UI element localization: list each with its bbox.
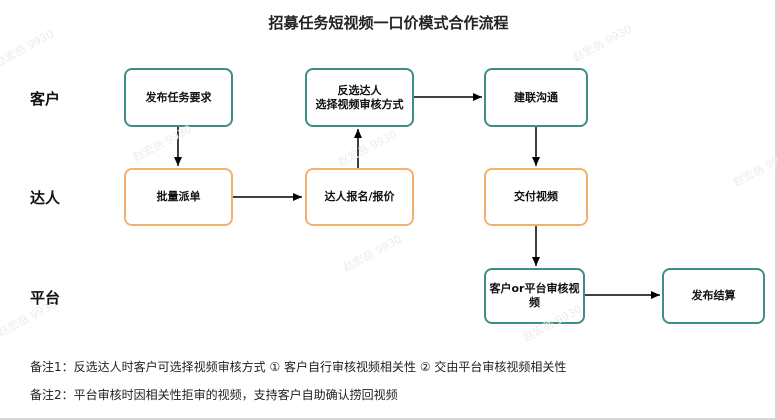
box-publish-task: 发布任务要求	[124, 68, 233, 127]
row-label-customer: 客户	[30, 90, 61, 108]
box-deliver-video: 交付视频	[484, 168, 588, 226]
note-2: 备注2：平台审核时因相关性拒审的视频，支持客户自助确认捞回视频	[30, 388, 398, 402]
box-reverse-select: 反选达人 选择视频审核方式	[305, 68, 414, 127]
box-talent-signup: 达人报名/报价	[305, 168, 414, 226]
box-review-video: 客户or平台审核视 频	[484, 268, 585, 324]
box-batch-dispatch: 批量派单	[124, 168, 233, 226]
diagram-title: 招募任务短视频一口价模式合作流程	[268, 14, 509, 32]
row-label-talent: 达人	[30, 189, 61, 207]
box-settlement: 发布结算	[662, 268, 765, 324]
box-build-contact: 建联沟通	[484, 68, 588, 127]
row-label-platform: 平台	[30, 289, 61, 307]
note-1: 备注1：反选达人时客户可选择视频审核方式 ① 客户自行审核视频相关性 ② 交由平…	[30, 360, 567, 374]
